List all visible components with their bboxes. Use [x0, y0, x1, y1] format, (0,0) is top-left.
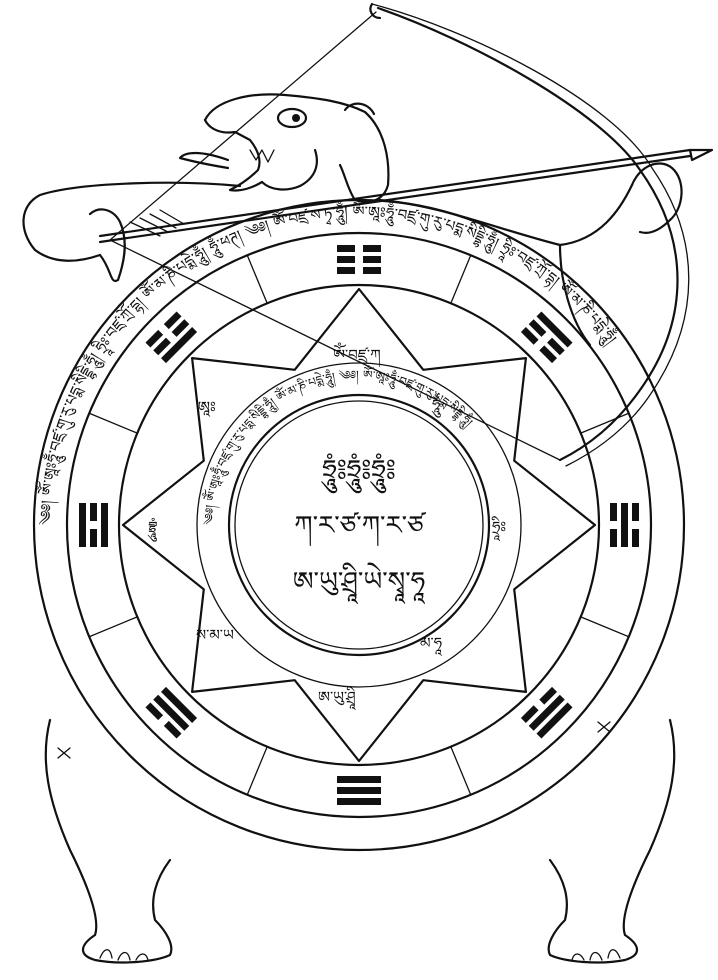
trigram-zhen	[145, 311, 198, 364]
legs	[44, 718, 676, 964]
trigram-broken-line	[337, 245, 355, 252]
sector-divider	[88, 616, 138, 638]
petal-seed-left: བྷྲཱུཾ	[147, 517, 158, 542]
shoulder-arm-left	[22, 181, 242, 283]
inner-ring-inscription: ༄༅། ཨོཾ་ཨཱཿཧཱུྃ་བཛྲ་གུ་རུ་པདྨ་སིདྡྷི་ཧཱུ…	[201, 365, 476, 525]
petal-seed-bottom-left: ས་མ་ཡ	[196, 626, 234, 644]
bowstring	[109, 11, 377, 241]
sector-divider	[88, 412, 138, 434]
trigram-xun	[520, 686, 573, 739]
trigram-solid-line	[337, 787, 381, 794]
trigram-broken-line	[90, 503, 97, 521]
petal-seed-bottom-right: མ་ཧཱ	[420, 634, 443, 656]
trigram-solid-line	[528, 694, 565, 731]
fox-pupil	[292, 114, 300, 122]
outer-ring-inner-edge	[65, 231, 653, 819]
trigram-broken-line	[145, 702, 164, 721]
petal-seed-top: ཨོཾ་བཛྲ་ཀ	[333, 342, 381, 368]
trigram-solid-line	[621, 503, 628, 547]
trigram-broken-line	[145, 329, 164, 348]
sector-divider	[580, 616, 630, 638]
trigram-broken-line	[539, 345, 557, 364]
trigram-broken-line	[610, 503, 617, 521]
trigram-broken-line	[363, 256, 381, 263]
trigram-broken-line	[90, 529, 97, 547]
lotus-frame	[121, 287, 597, 763]
trigram-broken-line	[547, 337, 565, 356]
trigram-dividers	[88, 254, 630, 796]
sector-divider	[450, 746, 472, 796]
trigram-broken-line	[153, 337, 171, 356]
trigram-solid-line	[536, 311, 573, 348]
petal-seed-top-right: ཧཱུྃ	[431, 393, 441, 418]
trigram-solid-line	[153, 694, 190, 731]
petal-seed-top-left: ཨཱཿ	[198, 398, 216, 417]
trigram-solid-line	[337, 776, 381, 783]
arrow	[98, 148, 714, 244]
trigram-ring	[79, 245, 639, 805]
trigram-qian	[337, 776, 381, 805]
trigram-solid-line	[161, 686, 198, 723]
fox-eye	[276, 107, 308, 129]
trigram-solid-line	[161, 327, 198, 364]
trigram-broken-line	[610, 529, 617, 547]
trigram-ring-inner-edge	[117, 283, 601, 767]
trigram-gen	[520, 311, 573, 364]
petal-seed-bottom: ཨ་ཡུ་ཤྲཱི	[318, 686, 356, 711]
trigram-broken-line	[363, 245, 381, 252]
wheel	[32, 198, 686, 852]
trigram-broken-line	[520, 705, 539, 723]
trigram-solid-line	[101, 503, 108, 547]
trigram-broken-line	[539, 686, 557, 705]
outer-rim	[32, 198, 686, 852]
trigram-dui	[145, 686, 198, 739]
trigram-broken-line	[337, 267, 355, 274]
center-line-1: ཧྲཱུཾ༔ཧྲཱུཾ༔ཧྲཱུཾ༔	[320, 453, 395, 494]
trigram-solid-line	[536, 702, 573, 739]
fox-head	[178, 93, 390, 203]
sector-divider	[580, 412, 630, 434]
trigram-kan	[610, 503, 639, 547]
center-disc-edge	[234, 400, 484, 650]
trigram-broken-line	[171, 319, 190, 337]
sector-divider	[450, 254, 472, 304]
sector-divider	[246, 254, 268, 304]
inner-ring-outer-edge	[196, 362, 522, 688]
trigram-broken-line	[163, 720, 182, 739]
trigram-solid-line	[79, 503, 86, 547]
trigram-broken-line	[337, 256, 355, 263]
trigram-broken-line	[632, 503, 639, 521]
trigram-broken-line	[632, 529, 639, 547]
trigram-li	[79, 503, 108, 547]
trigram-broken-line	[363, 267, 381, 274]
center-line-3: ཨ་ཡུ་ཤྲཱི་ཡེ་སྭཱ་ཧཱ	[293, 562, 426, 604]
petal-seed-right: ཧྲཱིཿ	[491, 516, 506, 542]
trigram-broken-line	[528, 319, 547, 337]
trigram-solid-line	[337, 798, 381, 805]
sector-divider	[246, 746, 268, 796]
trigram-kun	[337, 245, 381, 274]
inner-ring-inner-edge	[227, 393, 491, 657]
center-line-2: ཀ་ར་ཙ་ཀ་ར་ཙ	[294, 511, 426, 547]
bow	[369, 2, 690, 467]
trigram-broken-line	[163, 311, 182, 330]
trigram-broken-line	[520, 327, 539, 345]
